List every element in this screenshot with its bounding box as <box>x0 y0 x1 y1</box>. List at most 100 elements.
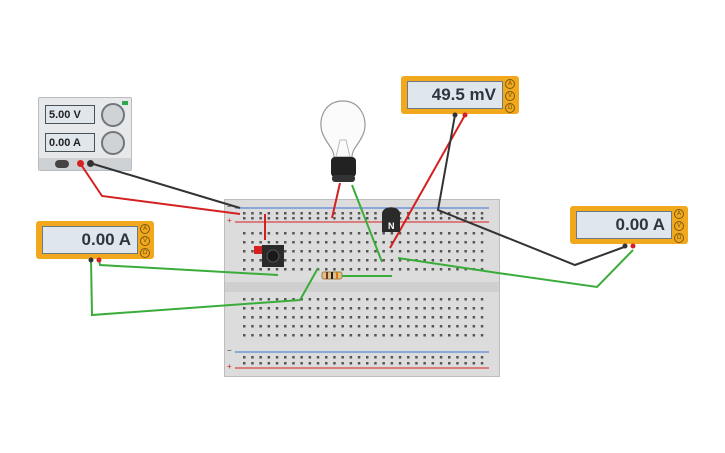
breadboard-hole[interactable] <box>243 316 246 319</box>
breadboard-hole[interactable] <box>308 250 312 253</box>
breadboard-hole[interactable] <box>308 298 312 301</box>
voltage-dial[interactable] <box>101 103 125 127</box>
breadboard-hole[interactable] <box>300 334 303 337</box>
breadboard-hole[interactable] <box>243 356 246 359</box>
breadboard-hole[interactable] <box>267 316 271 319</box>
breadboard-hole[interactable] <box>439 232 443 235</box>
mode-v-icon[interactable]: V <box>674 221 684 231</box>
breadboard-hole[interactable] <box>357 362 361 365</box>
breadboard-hole[interactable] <box>431 356 435 359</box>
breadboard-hole[interactable] <box>431 217 435 220</box>
breadboard-hole[interactable] <box>316 212 320 215</box>
mode-a-icon[interactable]: A <box>140 224 150 234</box>
breadboard-hole[interactable] <box>480 316 484 319</box>
breadboard-hole[interactable] <box>267 232 271 235</box>
breadboard-hole[interactable] <box>374 241 377 244</box>
breadboard-hole[interactable] <box>366 325 369 328</box>
breadboard-hole[interactable] <box>382 259 385 262</box>
breadboard-hole[interactable] <box>480 325 484 328</box>
breadboard-hole[interactable] <box>251 212 254 215</box>
breadboard-hole[interactable] <box>325 316 328 319</box>
breadboard-hole[interactable] <box>366 298 369 301</box>
breadboard-hole[interactable] <box>251 298 254 301</box>
breadboard-hole[interactable] <box>480 268 484 271</box>
breadboard-hole[interactable] <box>480 250 484 253</box>
breadboard-hole[interactable] <box>398 356 402 359</box>
power-supply[interactable]: 5.00 V 0.00 A <box>38 97 132 171</box>
breadboard-hole[interactable] <box>243 232 246 235</box>
breadboard-hole[interactable] <box>316 217 320 220</box>
breadboard-hole[interactable] <box>456 212 459 215</box>
breadboard-hole[interactable] <box>390 232 394 235</box>
breadboard-hole[interactable] <box>472 259 476 262</box>
breadboard-hole[interactable] <box>472 356 476 359</box>
breadboard-hole[interactable] <box>464 316 467 319</box>
breadboard-hole[interactable] <box>439 356 443 359</box>
breadboard-hole[interactable] <box>464 334 467 337</box>
breadboard-hole[interactable] <box>300 325 303 328</box>
breadboard-hole[interactable] <box>382 307 385 310</box>
breadboard-hole[interactable] <box>366 212 369 215</box>
breadboard-hole[interactable] <box>448 250 451 253</box>
ammeter-right[interactable]: 0.00 A A V Ω <box>570 206 688 244</box>
breadboard-hole[interactable] <box>448 259 451 262</box>
breadboard-hole[interactable] <box>366 362 369 365</box>
breadboard-hole[interactable] <box>267 307 271 310</box>
breadboard-hole[interactable] <box>398 268 402 271</box>
breadboard-hole[interactable] <box>325 307 328 310</box>
breadboard-hole[interactable] <box>472 307 476 310</box>
breadboard-hole[interactable] <box>316 298 320 301</box>
breadboard-hole[interactable] <box>464 241 467 244</box>
breadboard-hole[interactable] <box>251 259 254 262</box>
breadboard-hole[interactable] <box>423 298 426 301</box>
breadboard-hole[interactable] <box>374 259 377 262</box>
breadboard-hole[interactable] <box>259 325 262 328</box>
breadboard-hole[interactable] <box>464 325 467 328</box>
breadboard-hole[interactable] <box>357 307 361 310</box>
breadboard-hole[interactable] <box>243 334 246 337</box>
breadboard-hole[interactable] <box>316 316 320 319</box>
breadboard-hole[interactable] <box>259 217 262 220</box>
breadboard-hole[interactable] <box>382 356 385 359</box>
breadboard-hole[interactable] <box>439 334 443 337</box>
breadboard-hole[interactable] <box>366 259 369 262</box>
breadboard-hole[interactable] <box>456 232 459 235</box>
breadboard-hole[interactable] <box>292 325 295 328</box>
breadboard-hole[interactable] <box>390 362 394 365</box>
breadboard-hole[interactable] <box>407 325 410 328</box>
breadboard-hole[interactable] <box>357 232 361 235</box>
breadboard-hole[interactable] <box>251 325 254 328</box>
breadboard-hole[interactable] <box>292 259 295 262</box>
breadboard-hole[interactable] <box>439 212 443 215</box>
breadboard-hole[interactable] <box>243 268 246 271</box>
breadboard-hole[interactable] <box>300 307 303 310</box>
breadboard-hole[interactable] <box>284 250 287 253</box>
wire-black-psu[interactable] <box>89 162 241 209</box>
breadboard-hole[interactable] <box>415 298 418 301</box>
breadboard-hole[interactable] <box>292 298 295 301</box>
breadboard-hole[interactable] <box>259 232 262 235</box>
breadboard-hole[interactable] <box>456 356 459 359</box>
breadboard-hole[interactable] <box>423 217 426 220</box>
breadboard-hole[interactable] <box>243 212 246 215</box>
breadboard-hole[interactable] <box>267 356 271 359</box>
psu-switch[interactable] <box>55 160 69 168</box>
breadboard-hole[interactable] <box>300 316 303 319</box>
voltmeter-probe-black[interactable] <box>452 112 458 118</box>
breadboard-hole[interactable] <box>325 268 328 271</box>
breadboard-hole[interactable] <box>341 334 344 337</box>
breadboard-hole[interactable] <box>292 316 295 319</box>
breadboard-hole[interactable] <box>251 307 254 310</box>
breadboard-hole[interactable] <box>349 259 353 262</box>
breadboard-hole[interactable] <box>456 298 459 301</box>
breadboard-hole[interactable] <box>423 212 426 215</box>
breadboard-hole[interactable] <box>333 217 336 220</box>
breadboard-hole[interactable] <box>448 356 451 359</box>
breadboard-hole[interactable] <box>423 356 426 359</box>
breadboard-hole[interactable] <box>374 334 377 337</box>
breadboard-hole[interactable] <box>349 232 353 235</box>
breadboard-hole[interactable] <box>251 268 254 271</box>
breadboard-hole[interactable] <box>374 356 377 359</box>
breadboard-hole[interactable] <box>349 325 353 328</box>
breadboard-hole[interactable] <box>300 241 303 244</box>
